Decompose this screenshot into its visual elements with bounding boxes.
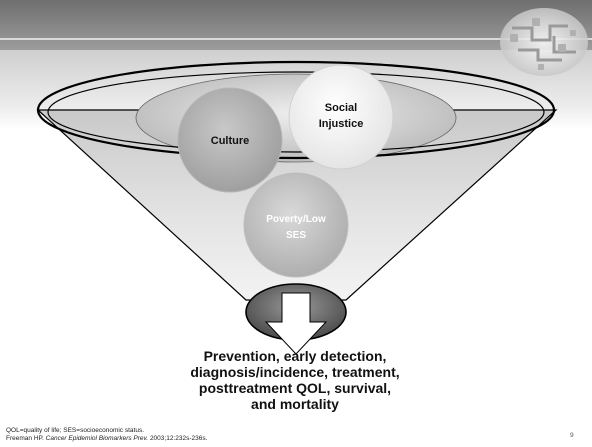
social-injustice-label: Social Injustice — [300, 100, 382, 132]
citation-journal: Cancer Epidemiol Biomarkers Prev. — [45, 435, 149, 442]
outcomes-line4: and mortality — [251, 396, 339, 412]
culture-label: Culture — [210, 135, 250, 147]
outcomes-line2: diagnosis/incidence, treatment, — [190, 364, 400, 380]
poverty-line1: Poverty/Low — [266, 214, 326, 225]
down-arrow-icon — [264, 292, 328, 355]
citation-footnote: Freeman HP. Cancer Epidemiol Biomarkers … — [6, 435, 207, 443]
page-number: 9 — [570, 432, 574, 439]
poverty-line2: SES — [285, 230, 306, 241]
citation-author: Freeman HP. — [6, 435, 44, 442]
culture-circle — [177, 87, 283, 193]
citation-details: 2003;12:232s-236s. — [149, 435, 208, 442]
abbreviation-footnote: QOL=quality of life; SES=socioeconomic s… — [6, 427, 145, 434]
header-band — [0, 0, 592, 50]
social-injustice-line1: Social — [324, 102, 358, 114]
social-injustice-circle — [288, 64, 394, 170]
outcomes-text: Prevention, early detection, diagnosis/i… — [150, 348, 440, 412]
funnel-outer-rim — [36, 60, 556, 160]
poverty-label: Poverty/Low SES — [252, 212, 340, 244]
circuit-logo-icon — [500, 8, 588, 76]
funnel-inner-rim — [47, 71, 545, 153]
outcomes-line3: posttreatment QOL, survival, — [198, 380, 392, 396]
poverty-circle — [243, 172, 349, 278]
social-injustice-line2: Injustice — [318, 118, 364, 130]
outcomes-line1: Prevention, early detection, — [203, 348, 387, 364]
header-rule — [0, 38, 592, 40]
